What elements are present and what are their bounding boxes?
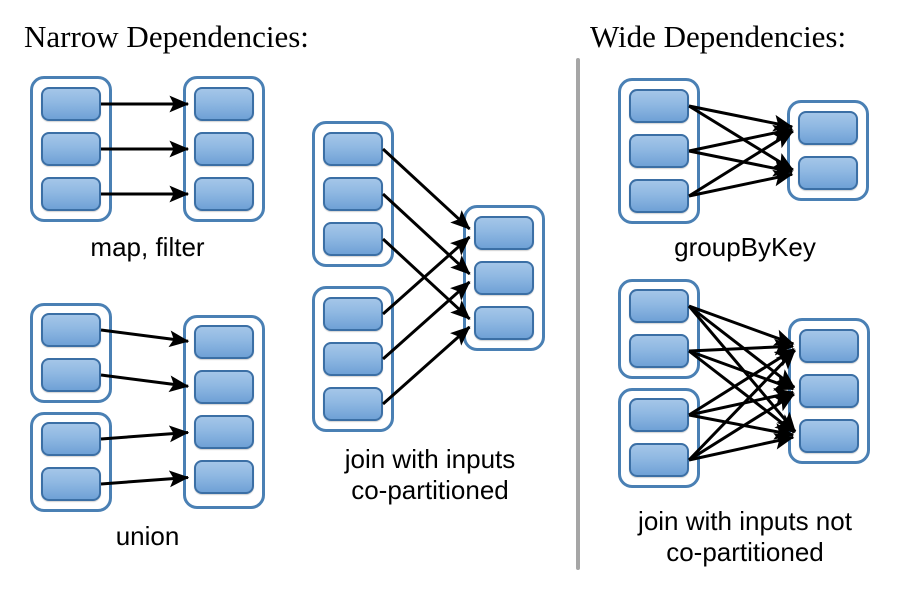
join-not-co-source-block [629, 443, 689, 477]
join-co-target-block [474, 261, 534, 295]
join-co-source-block [323, 222, 383, 256]
caption-join-not-co-partitioned: join with inputs not co-partitioned [638, 506, 852, 567]
union-target-block [194, 460, 254, 494]
map-filter-source-block [41, 87, 101, 121]
union-target-block [194, 370, 254, 404]
union-source-block [41, 467, 101, 501]
map-filter-source-block [41, 177, 101, 211]
join-not-co-source-block [629, 289, 689, 323]
group-by-key-source-block [629, 134, 689, 168]
caption-group-by-key: groupByKey [674, 232, 816, 262]
join-co-target-block [474, 216, 534, 250]
map-filter-source-block [41, 132, 101, 166]
join-not-co-source-block [629, 334, 689, 368]
group-by-key-target-block [798, 111, 858, 145]
caption-join-co-partitioned: join with inputs co-partitioned [344, 444, 516, 505]
join-co-source-block [323, 342, 383, 376]
map-filter-target-block [194, 132, 254, 166]
heading-wide-dependencies: Wide Dependencies: [590, 19, 847, 54]
join-co-target-block [474, 306, 534, 340]
union-source-block [41, 358, 101, 392]
union-source-block [41, 313, 101, 347]
union-target-block [194, 415, 254, 449]
caption-map-filter: map, filter [90, 232, 205, 262]
heading-narrow-dependencies: Narrow Dependencies: [24, 19, 309, 54]
group-by-key-target-block [798, 156, 858, 190]
join-not-co-target-block [799, 419, 859, 453]
join-co-source-block [323, 132, 383, 166]
join-co-source-block [323, 387, 383, 421]
caption-union: union [115, 521, 180, 551]
join-co-source-block [323, 297, 383, 331]
map-filter-target-block [194, 177, 254, 211]
union-target-block [194, 325, 254, 359]
join-not-co-source-block [629, 398, 689, 432]
map-filter-target-block [194, 87, 254, 121]
group-by-key-source-block [629, 89, 689, 123]
join-co-source-block [323, 177, 383, 211]
join-not-co-target-block [799, 374, 859, 408]
group-by-key-source-block [629, 179, 689, 213]
union-source-block [41, 422, 101, 456]
vertical-divider [576, 58, 580, 570]
join-not-co-target-block [799, 329, 859, 363]
